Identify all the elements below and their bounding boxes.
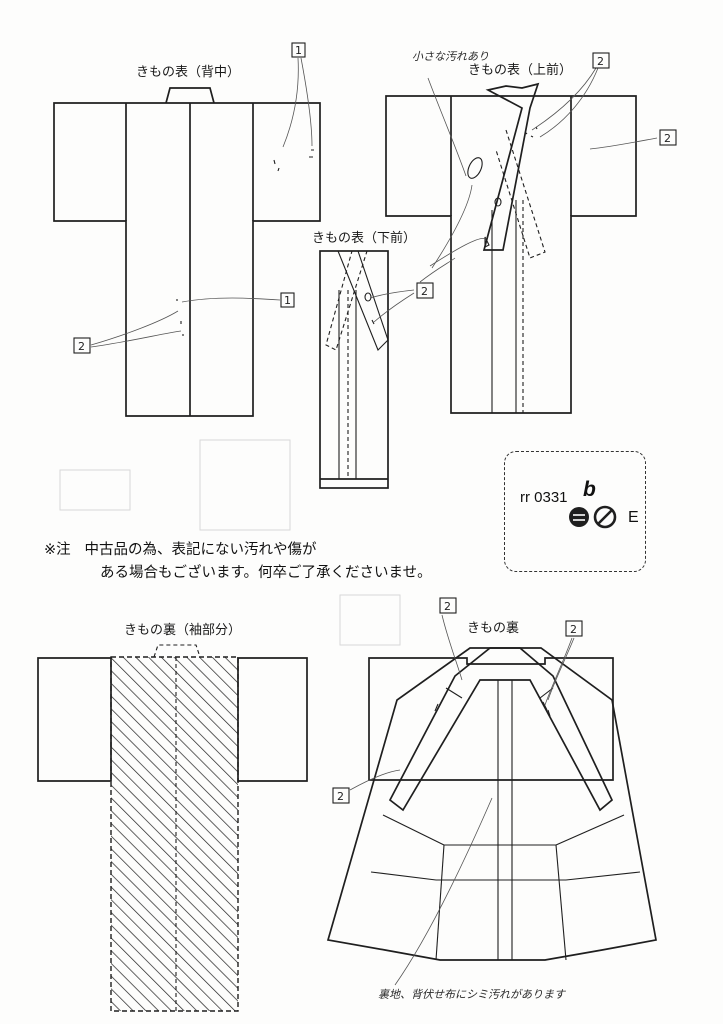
upper-front-view-title: きもの表（上前） [468,62,572,78]
mark-one-back-body: 1 [284,294,291,307]
kimono-upper-front-view: 小さな汚れあり きもの表（上前） 2 2 [385,50,677,414]
mark-two-lining-sleeve: 2 [337,790,344,803]
notice-text-1: 中古品の為、表記にない汚れや傷が [84,542,317,558]
kimono-lining-sleeve-view: きもの裏（袖部分） [37,623,308,1012]
kimono-back-view: きもの表（背中） 1 1 2 [53,42,321,417]
mark-one-back-sleeve: 1 [295,44,302,57]
mark-two-upper-sleeve: 2 [664,132,671,145]
mark-two-lining-left: 2 [444,600,451,613]
paper-bleed-through [59,439,401,646]
damage-stamp-icon [593,505,617,529]
mark-two-back-body: 2 [78,340,85,353]
stain-stamp-icon [569,507,589,527]
product-code-suffix: b [583,478,596,501]
lining-stain-note: 裏地、背伏せ布にシミ汚れがあります [378,988,567,1001]
lining-view-title: きもの裏 [467,621,519,636]
mark-two-upper-collar: 2 [597,55,604,68]
lining-sleeve-view-title: きもの裏（袖部分） [124,623,241,638]
lower-front-view-title: きもの表（下前） [312,230,416,246]
mark-two-lower-front: 2 [421,285,428,298]
notice-prefix: ※注 [44,542,71,558]
notice-line-1: ※注 中古品の為、表記にない汚れや傷が [44,538,316,559]
mark-two-lining-right: 2 [570,623,577,636]
product-code: rr 0331 [520,489,568,506]
notice-line-2: ある場合もございます。何卒ご了承くださいませ。 [100,565,432,581]
kimono-lining-view: きもの裏 2 2 2 裏地、背伏せ布にシミ汚れがあります [326,597,657,1001]
condition-stamps [569,505,617,529]
product-grade: E [628,509,639,526]
kimono-lower-front-view: きもの表（下前） 2 [312,230,456,489]
product-code-box [504,451,646,572]
back-view-title: きもの表（背中） [136,65,240,80]
upper-front-stain-note: 小さな汚れあり [412,50,489,63]
